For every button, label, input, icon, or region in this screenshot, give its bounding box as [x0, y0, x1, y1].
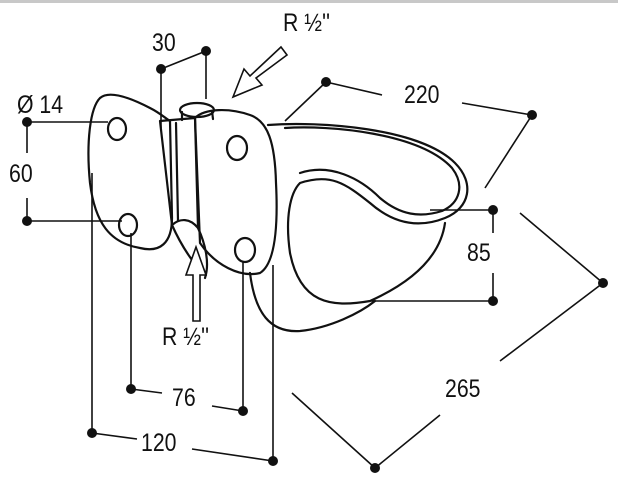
dimension-220: 220 [404, 81, 440, 109]
dimension-76: 76 [172, 384, 196, 412]
thread-label-bottom: R ½'' [162, 323, 210, 351]
dimension-hole-diameter: Ø 14 [17, 91, 64, 119]
dimension-265: 265 [445, 375, 481, 403]
mounting-hole [117, 212, 139, 238]
dimension-30: 30 [152, 29, 176, 57]
inlet-arrow-top [231, 45, 289, 99]
right-plate [193, 109, 278, 276]
mounting-hole [233, 236, 257, 264]
bowl-rim [283, 126, 461, 216]
dimension-120: 120 [141, 429, 177, 457]
bowl-bottom [248, 271, 377, 333]
dimension-lines [26, 50, 604, 469]
dimension-60: 60 [9, 160, 33, 188]
dimension-85: 85 [467, 239, 491, 267]
center-stem [158, 116, 200, 230]
bowl-outline [266, 122, 469, 305]
mounting-hole [106, 116, 128, 142]
left-plate [87, 93, 174, 251]
inlet-boss [178, 101, 216, 119]
dimension-dots [22, 46, 608, 473]
inlet-arrow-bottom [184, 244, 208, 322]
drinking-bowl-drawing [22, 45, 608, 473]
mounting-hole [225, 134, 249, 162]
thread-label-top: R ½'' [283, 9, 331, 37]
